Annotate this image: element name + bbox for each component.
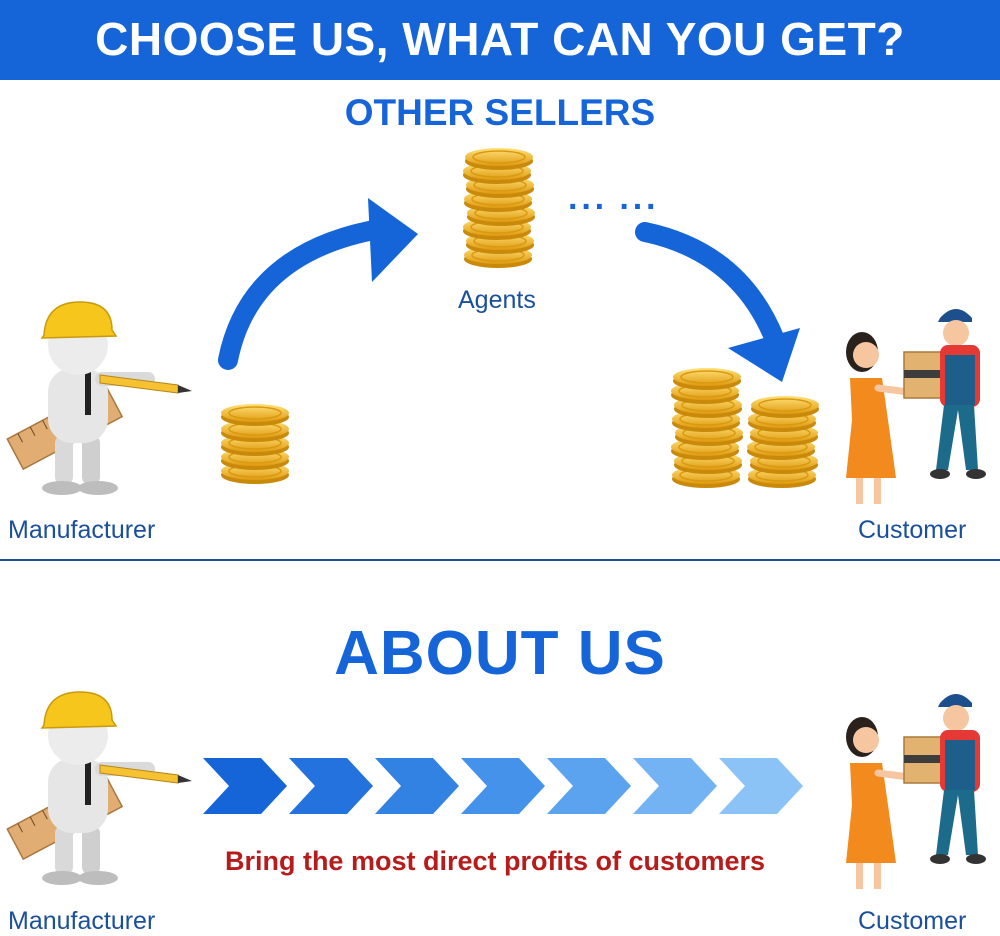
ellipsis: ··· ··· <box>568 188 660 226</box>
tagline: Bring the most direct profits of custome… <box>224 846 766 876</box>
arrow-up-icon <box>218 198 418 370</box>
customer-figure-bottom <box>846 694 986 889</box>
customer-label-bottom: Customer <box>858 907 967 935</box>
about-us-heading: ABOUT US <box>334 619 666 688</box>
manufacturer-figure-bottom <box>6 691 193 886</box>
chevron-arrows-icon <box>203 758 803 814</box>
arrow-down-icon <box>635 222 800 382</box>
customer-label-top: Customer <box>858 516 967 544</box>
other-sellers-heading: OTHER SELLERS <box>344 92 656 133</box>
manufacturer-label-bottom: Manufacturer <box>8 907 156 935</box>
customer-figure-top <box>846 309 986 504</box>
manufacturer-figure-top <box>6 301 193 496</box>
coin-stack-small <box>220 404 290 484</box>
header-title: CHOOSE US, WHAT CAN YOU GET? <box>95 13 905 65</box>
section-divider <box>0 559 1000 561</box>
manufacturer-label-top: Manufacturer <box>8 516 156 544</box>
header-banner <box>0 0 1000 80</box>
agents-label: Agents <box>458 286 536 314</box>
coin-stack-large <box>670 368 820 488</box>
coin-stack-agents <box>462 148 536 268</box>
